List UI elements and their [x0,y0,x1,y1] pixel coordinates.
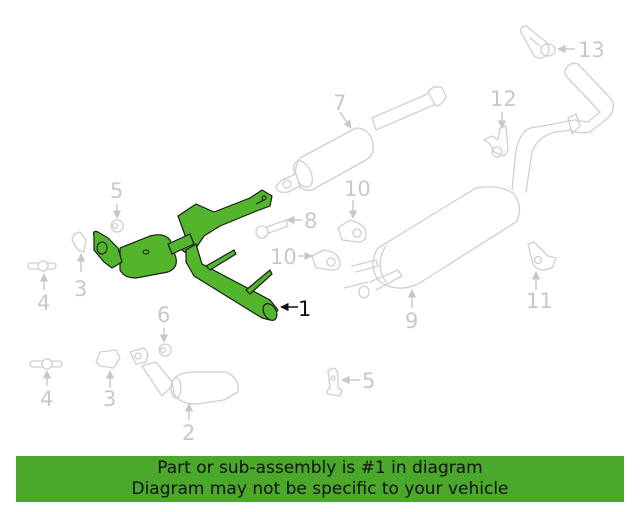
part-4-lower-stud[interactable] [29,358,63,370]
callout-4-lower[interactable]: 4 [40,387,53,411]
diagram-notice-banner: Part or sub-assembly is #1 in diagram Di… [16,456,624,502]
callout-12[interactable]: 12 [490,87,517,111]
callout-9[interactable]: 9 [405,309,418,333]
callout-6[interactable]: 5 [362,369,375,393]
banner-line-disclaimer: Diagram may not be specific to your vehi… [131,479,509,499]
callout-1[interactable]: 1 [298,297,311,321]
callout-2[interactable]: 2 [182,421,195,445]
part-10-lower-insulator[interactable] [311,249,341,271]
callout-5-lower[interactable]: 6 [157,303,170,327]
banner-line-part: Part or sub-assembly is #1 in diagram [157,458,483,478]
part-5-lower-nut[interactable] [158,343,172,357]
part-5-upper-nut[interactable] [110,219,124,233]
tailpipe [511,62,614,193]
part-3-lower-gasket[interactable] [95,349,121,369]
part-8-bolt[interactable] [255,219,289,239]
part-12-hanger[interactable] [483,125,509,158]
part-9-muffler[interactable] [343,186,521,299]
callout-11[interactable]: 11 [526,289,553,313]
part-2-catalytic-converter[interactable] [129,347,239,405]
part-1-catalytic-converter-y-pipe[interactable] [92,189,280,323]
callout-7[interactable]: 7 [333,91,346,115]
part-7-resonator[interactable] [275,86,447,194]
callout-13[interactable]: 13 [578,38,605,62]
part-10-upper-insulator[interactable] [337,219,367,243]
callout-5-upper[interactable]: 5 [110,179,123,203]
part-4-upper-stud[interactable] [27,260,57,272]
callout-10-upper[interactable]: 10 [344,177,371,201]
callout-3-lower[interactable]: 3 [103,387,116,411]
callout-10-lower[interactable]: 10 [270,245,297,269]
part-3-upper-gasket[interactable] [71,231,87,253]
callout-4-upper[interactable]: 4 [37,291,50,315]
part-11-bracket[interactable] [527,241,557,271]
callout-3-upper[interactable]: 3 [74,277,87,301]
part-13-exhaust-tip[interactable] [520,25,556,59]
part-6-bracket[interactable] [326,367,343,397]
callout-8[interactable]: 8 [304,209,317,233]
